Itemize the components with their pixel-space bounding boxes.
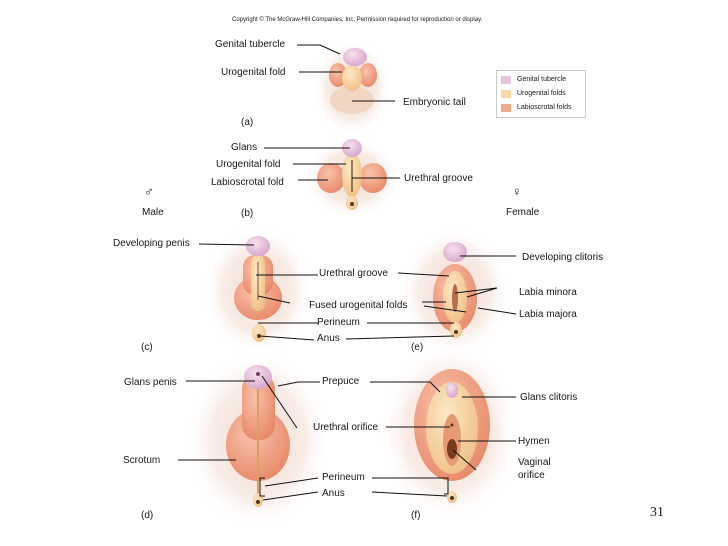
label-scrotum: Scrotum: [123, 455, 161, 466]
label-labioscrotal-fold: Labioscrotal fold: [211, 177, 284, 188]
panel-tag-c: (c): [141, 342, 153, 353]
label-perineum-df: Perineum: [322, 472, 365, 483]
leader-lines: [178, 44, 517, 501]
label-glans-penis: Glans penis: [124, 377, 177, 388]
label-perineum-ce: Perineum: [317, 317, 360, 328]
legend-box: Genital tubercle Urogenital folds Labios…: [496, 70, 586, 118]
label-urethral-groove-ce: Urethral groove: [319, 268, 388, 279]
panel-tag-b: (b): [241, 208, 254, 219]
legend-swatch: [501, 76, 511, 84]
label-male: Male: [142, 207, 164, 218]
label-female: Female: [506, 207, 540, 218]
label-vaginal-orifice-line2: orifice: [518, 470, 545, 481]
label-labia-minora: Labia minora: [519, 287, 577, 298]
label-fused-urogenital-folds: Fused urogenital folds: [309, 300, 408, 311]
legend-swatch: [501, 90, 511, 98]
panel-tag-e: (e): [411, 342, 424, 353]
label-developing-clitoris: Developing clitoris: [522, 252, 604, 263]
legend-label: Urogenital folds: [517, 90, 566, 97]
male-symbol-icon: ♂: [144, 184, 154, 199]
label-glans: Glans: [231, 142, 258, 153]
figure-d-male-adult: [186, 350, 330, 530]
label-genital-tubercle: Genital tubercle: [215, 39, 286, 50]
label-prepuce: Prepuce: [322, 376, 360, 387]
label-anus-df: Anus: [322, 488, 345, 499]
label-anus-ce: Anus: [317, 333, 340, 344]
label-vaginal-orifice-line1: Vaginal: [518, 457, 551, 468]
legend-swatch: [501, 104, 511, 112]
figure-e-female-developing: [400, 227, 510, 357]
label-developing-penis: Developing penis: [113, 238, 190, 249]
label-urethral-orifice: Urethral orifice: [313, 422, 379, 433]
figure-a-embryonic-genitalia: [312, 40, 392, 136]
figure-f-female-adult: [380, 342, 520, 522]
panel-tag-f: (f): [411, 510, 421, 521]
label-embryonic-tail: Embryonic tail: [403, 97, 466, 108]
label-labia-majora: Labia majora: [519, 309, 577, 320]
female-symbol-icon: ♀: [512, 184, 522, 199]
label-hymen: Hymen: [518, 436, 550, 447]
label-glans-clitoris: Glans clitoris: [520, 392, 578, 403]
copyright-notice: Copyright © The McGraw-Hill Companies, I…: [232, 17, 483, 23]
label-urogenital-fold-a: Urogenital fold: [221, 67, 286, 78]
label-urogenital-fold-b: Urogenital fold: [216, 159, 281, 170]
slide-number: 31: [650, 505, 664, 520]
panel-tag-d: (d): [141, 510, 154, 521]
legend-label: Genital tubercle: [517, 76, 567, 83]
legend-label: Labioscrotal folds: [517, 104, 572, 111]
label-urethral-groove-b: Urethral groove: [404, 173, 473, 184]
panel-tag-a: (a): [241, 117, 254, 128]
